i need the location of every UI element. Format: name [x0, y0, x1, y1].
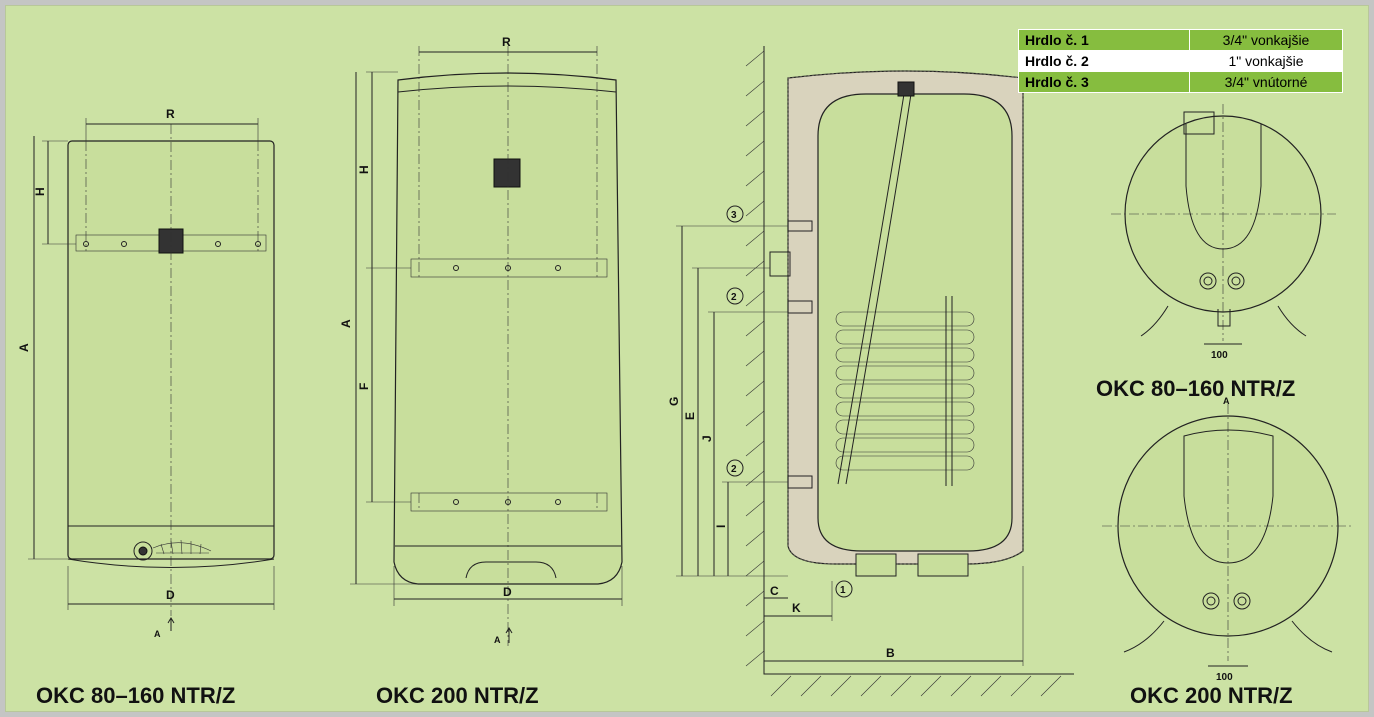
top-view-small: 100	[1111, 104, 1336, 361]
dim-label-b: B	[886, 646, 895, 660]
top-view-large: 100 A	[1102, 396, 1354, 683]
port-2-upper-label: 2	[731, 292, 737, 303]
caption-top-large: OKC 200 NTR/Z	[1130, 683, 1293, 708]
front-view-large: R H F A D A	[339, 35, 623, 646]
dim-label-h-large: H	[357, 165, 371, 174]
dim-label-h: H	[33, 187, 47, 196]
dim-label-f: F	[357, 383, 371, 390]
technical-drawing: R H A D A OKC 80–160 NTR/Z R	[17, 35, 1354, 708]
dim-label-e: E	[683, 412, 697, 420]
spec-label: Hrdlo č. 3	[1018, 71, 1190, 93]
port-1-label: 1	[840, 585, 846, 596]
spec-value: 3/4" vonkajšie	[1189, 29, 1343, 51]
front-view-small: R H A D A	[17, 107, 275, 639]
dim-label-c: C	[770, 584, 779, 598]
dim-label-k: K	[792, 601, 801, 615]
spec-row: Hrdlo č. 3 3/4" vnútorné	[1018, 71, 1343, 93]
dim-label-a: A	[17, 343, 31, 352]
caption-front-large: OKC 200 NTR/Z	[376, 683, 539, 708]
caption-top-small: OKC 80–160 NTR/Z	[1096, 376, 1295, 401]
spec-label: Hrdlo č. 2	[1018, 50, 1190, 72]
view-label-large: A	[494, 635, 501, 645]
dim-label-r-large: R	[502, 35, 511, 49]
connection-spec-table: Hrdlo č. 1 3/4" vonkajšie Hrdlo č. 2 1" …	[1018, 29, 1343, 93]
dim-label-j: J	[700, 435, 714, 442]
heat-exchanger-coil	[835, 311, 975, 471]
spec-row: Hrdlo č. 1 3/4" vonkajšie	[1018, 29, 1343, 51]
dim-label-d-large: D	[503, 585, 512, 599]
view-label: A	[154, 629, 161, 639]
diagram-frame: R H A D A OKC 80–160 NTR/Z R	[5, 5, 1369, 712]
spec-row: Hrdlo č. 2 1" vonkajšie	[1018, 50, 1343, 72]
spec-value: 1" vonkajšie	[1189, 50, 1343, 72]
port-3-label: 3	[731, 210, 737, 221]
dim-label-g: G	[667, 397, 681, 406]
port-2-lower-label: 2	[731, 464, 737, 475]
dim-label-i: I	[714, 525, 728, 528]
dim-label-a-large: A	[339, 319, 353, 328]
view-label-top: A	[1223, 396, 1230, 406]
size-100-small: 100	[1211, 350, 1228, 361]
dim-label-r: R	[166, 107, 175, 121]
section-view: G E J I C K B 3 2 2 1	[667, 46, 1074, 697]
caption-front-small: OKC 80–160 NTR/Z	[36, 683, 235, 708]
spec-label: Hrdlo č. 1	[1018, 29, 1190, 51]
spec-value: 3/4" vnútorné	[1189, 71, 1343, 93]
size-100-large: 100	[1216, 672, 1233, 683]
dim-label-d: D	[166, 588, 175, 602]
